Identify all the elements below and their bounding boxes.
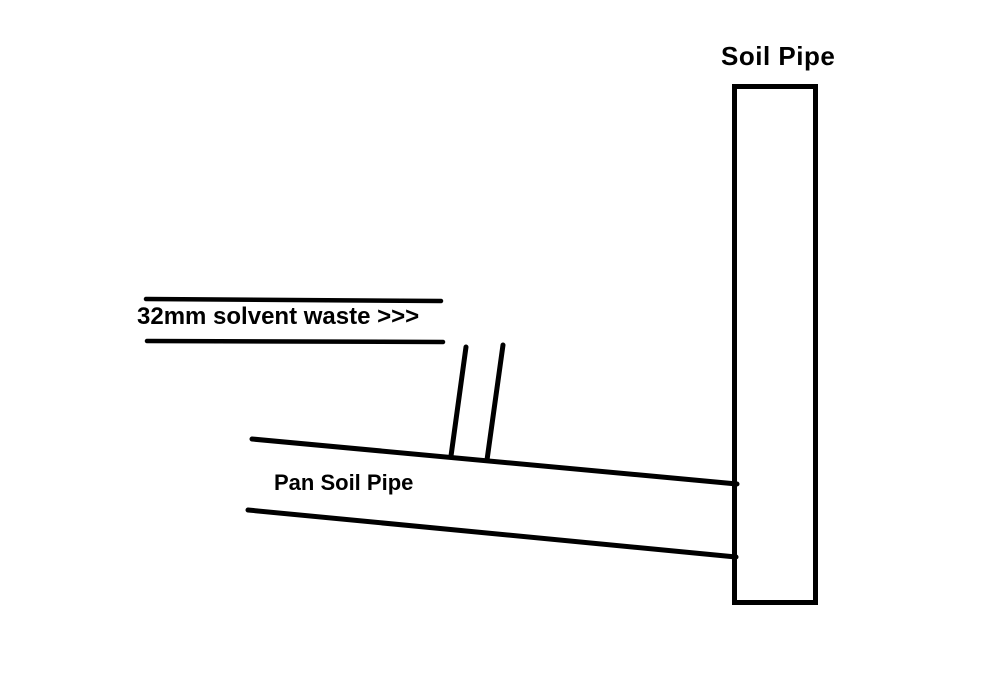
solvent-waste-label: 32mm solvent waste >>> [137,303,420,330]
soil-pipe-label: Soil Pipe [721,41,836,71]
solvent-waste-pipe-bottom-line [144,338,446,345]
pan-soil-pipe-top-line [249,436,740,487]
connector-slant-line-left [448,344,469,459]
soil-pipe-rect [732,84,818,605]
pan-soil-pipe-label: Pan Soil Pipe [274,470,414,495]
connector-slant-line-right [484,342,506,463]
pan-soil-pipe-bottom-line [245,507,739,560]
solvent-waste-pipe-top-line [143,296,444,304]
